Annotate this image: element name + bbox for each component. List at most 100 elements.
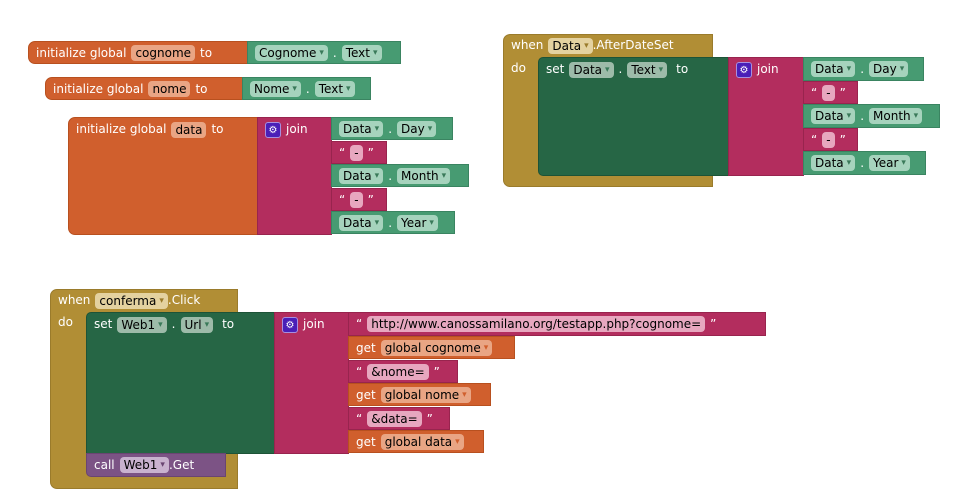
- chevron-down-icon: ▾: [846, 158, 852, 168]
- dot: .: [860, 109, 865, 123]
- dropdown-value: Day: [873, 62, 897, 76]
- component-getter-block[interactable]: Data▾. Year▾: [331, 211, 455, 234]
- text-field[interactable]: -: [350, 144, 363, 161]
- property-dropdown[interactable]: Day▾: [869, 61, 909, 77]
- keyword: initialize global: [53, 81, 144, 96]
- component-getter-block[interactable]: Nome▾ . Text▾: [242, 77, 371, 100]
- dot: .: [332, 45, 337, 60]
- component-getter-block[interactable]: Data▾. Year▾: [803, 151, 926, 175]
- component-getter-block[interactable]: Data▾. Day▾: [803, 57, 924, 81]
- component-getter-block[interactable]: Data▾. Month▾: [331, 164, 469, 187]
- text-field[interactable]: &data=: [367, 410, 422, 427]
- property-dropdown[interactable]: Text▾: [627, 62, 668, 78]
- get-variable-block[interactable]: get global data▾: [348, 430, 484, 453]
- variable-name-field[interactable]: nome: [148, 80, 191, 97]
- chevron-down-icon: ▾: [374, 217, 380, 228]
- set-web1-url-block[interactable]: set Web1▾. Url▾ to: [86, 312, 275, 454]
- call-web1-get-block[interactable]: call Web1▾ .Get: [86, 453, 226, 477]
- text-block[interactable]: “-”: [803, 128, 858, 151]
- property-dropdown[interactable]: Text▾: [341, 44, 382, 61]
- dropdown-value: Data: [573, 63, 602, 77]
- dropdown-value: Year: [873, 156, 899, 170]
- component-dropdown[interactable]: Data▾: [569, 62, 614, 78]
- variable-name-field[interactable]: cognome: [131, 44, 196, 61]
- component-dropdown[interactable]: Data▾: [339, 167, 384, 184]
- chevron-down-icon: ▾: [427, 123, 433, 134]
- component-dropdown[interactable]: Nome▾: [250, 80, 301, 97]
- variable-dropdown[interactable]: global data▾: [380, 433, 464, 450]
- component-dropdown[interactable]: Web1▾: [117, 317, 167, 333]
- variable-dropdown[interactable]: global nome▾: [380, 386, 471, 403]
- initialize-global-cognome-block[interactable]: initialize global cognome to: [28, 41, 248, 64]
- component-dropdown[interactable]: Data▾: [811, 61, 856, 77]
- keyword: to: [676, 62, 689, 76]
- dropdown-value: global nome: [384, 387, 460, 402]
- component-dropdown[interactable]: Data▾: [339, 120, 384, 137]
- text-block[interactable]: “&nome=”: [348, 360, 458, 383]
- join-block[interactable]: ⚙ join: [257, 117, 332, 235]
- property-dropdown[interactable]: Text▾: [314, 80, 355, 97]
- get-variable-block[interactable]: get global nome▾: [348, 383, 491, 406]
- initialize-global-data-block[interactable]: initialize global data to: [68, 117, 258, 235]
- dropdown-value: global cognome: [384, 340, 481, 355]
- get-variable-block[interactable]: get global cognome▾: [348, 336, 515, 359]
- component-getter-block[interactable]: Data▾. Month▾: [803, 104, 940, 128]
- text-field[interactable]: &nome=: [367, 363, 429, 380]
- close-quote: ”: [367, 192, 374, 207]
- initialize-global-nome-block[interactable]: initialize global nome to: [45, 77, 243, 100]
- component-dropdown[interactable]: Data▾: [811, 108, 856, 124]
- chevron-down-icon: ▾: [584, 41, 589, 51]
- property-dropdown[interactable]: Month▾: [869, 108, 923, 124]
- keyword: when: [58, 293, 91, 307]
- property-dropdown[interactable]: Day▾: [397, 120, 437, 137]
- component-dropdown[interactable]: Cognome▾: [255, 44, 328, 61]
- dropdown-value: Web1: [123, 458, 158, 472]
- open-quote: “: [356, 317, 363, 331]
- dropdown-value: Data: [343, 215, 372, 230]
- component-getter-block[interactable]: Cognome▾ . Text▾: [247, 41, 401, 64]
- chevron-down-icon: ▾: [159, 296, 164, 306]
- set-data-text-block[interactable]: set Data▾. Text▾ to: [538, 57, 729, 176]
- chevron-down-icon: ▾: [346, 83, 351, 94]
- component-dropdown[interactable]: conferma▾: [95, 293, 168, 309]
- join-block[interactable]: ⚙ join: [274, 312, 349, 454]
- property-dropdown[interactable]: Year▾: [397, 214, 438, 231]
- variable-dropdown[interactable]: global cognome▾: [380, 339, 493, 356]
- component-dropdown[interactable]: Data▾: [339, 214, 384, 231]
- keyword: to: [195, 81, 208, 96]
- variable-name-field[interactable]: data: [171, 122, 207, 138]
- component-getter-block[interactable]: Data▾. Day▾: [331, 117, 453, 140]
- do-label: do: [511, 61, 526, 75]
- component-dropdown[interactable]: Data▾: [548, 38, 593, 54]
- chevron-down-icon: ▾: [899, 64, 905, 74]
- property-dropdown[interactable]: Url▾: [180, 317, 214, 333]
- text-block[interactable]: “-”: [331, 188, 387, 211]
- component-dropdown[interactable]: Data▾: [811, 155, 856, 171]
- text-field[interactable]: -: [822, 84, 835, 101]
- chevron-down-icon: ▾: [319, 47, 324, 58]
- keyword: initialize global: [36, 45, 127, 60]
- component-dropdown[interactable]: Web1▾: [119, 457, 169, 473]
- text-block[interactable]: “ http://www.canossamilano.org/testapp.ph…: [348, 312, 766, 336]
- dropdown-value: Data: [815, 109, 844, 123]
- chevron-down-icon: ▾: [373, 47, 378, 58]
- gear-icon[interactable]: ⚙: [265, 122, 281, 138]
- dropdown-value: global data: [384, 434, 453, 449]
- close-quote: ”: [433, 364, 440, 379]
- dropdown-value: Data: [552, 39, 582, 53]
- chevron-down-icon: ▾: [846, 111, 852, 121]
- dropdown-value: Text: [345, 45, 370, 60]
- dropdown-value: Text: [318, 81, 344, 96]
- join-block[interactable]: ⚙ join: [728, 57, 804, 176]
- text-block[interactable]: “-”: [803, 81, 858, 104]
- property-dropdown[interactable]: Month▾: [397, 167, 451, 184]
- text-block[interactable]: “&data=”: [348, 407, 450, 430]
- property-dropdown[interactable]: Year▾: [869, 155, 910, 171]
- text-field[interactable]: -: [822, 131, 835, 148]
- text-field[interactable]: http://www.canossamilano.org/testapp.php…: [367, 316, 706, 332]
- gear-icon[interactable]: ⚙: [282, 317, 298, 333]
- dot: .: [388, 215, 393, 230]
- text-block[interactable]: “-”: [331, 141, 387, 164]
- text-field[interactable]: -: [350, 191, 363, 208]
- gear-icon[interactable]: ⚙: [736, 62, 752, 78]
